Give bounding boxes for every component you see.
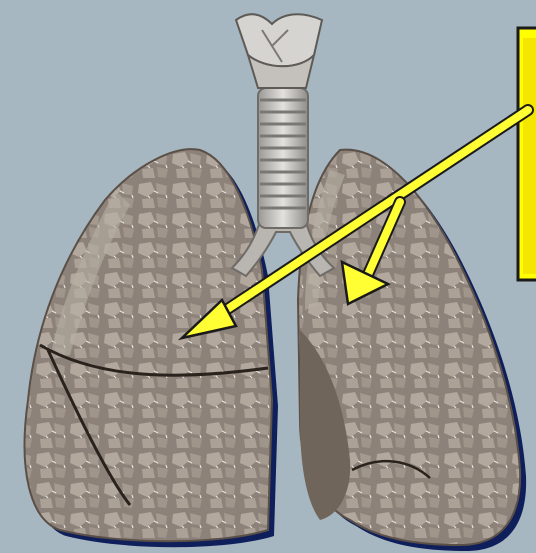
callout-box: [518, 28, 536, 280]
trachea: [258, 88, 308, 228]
